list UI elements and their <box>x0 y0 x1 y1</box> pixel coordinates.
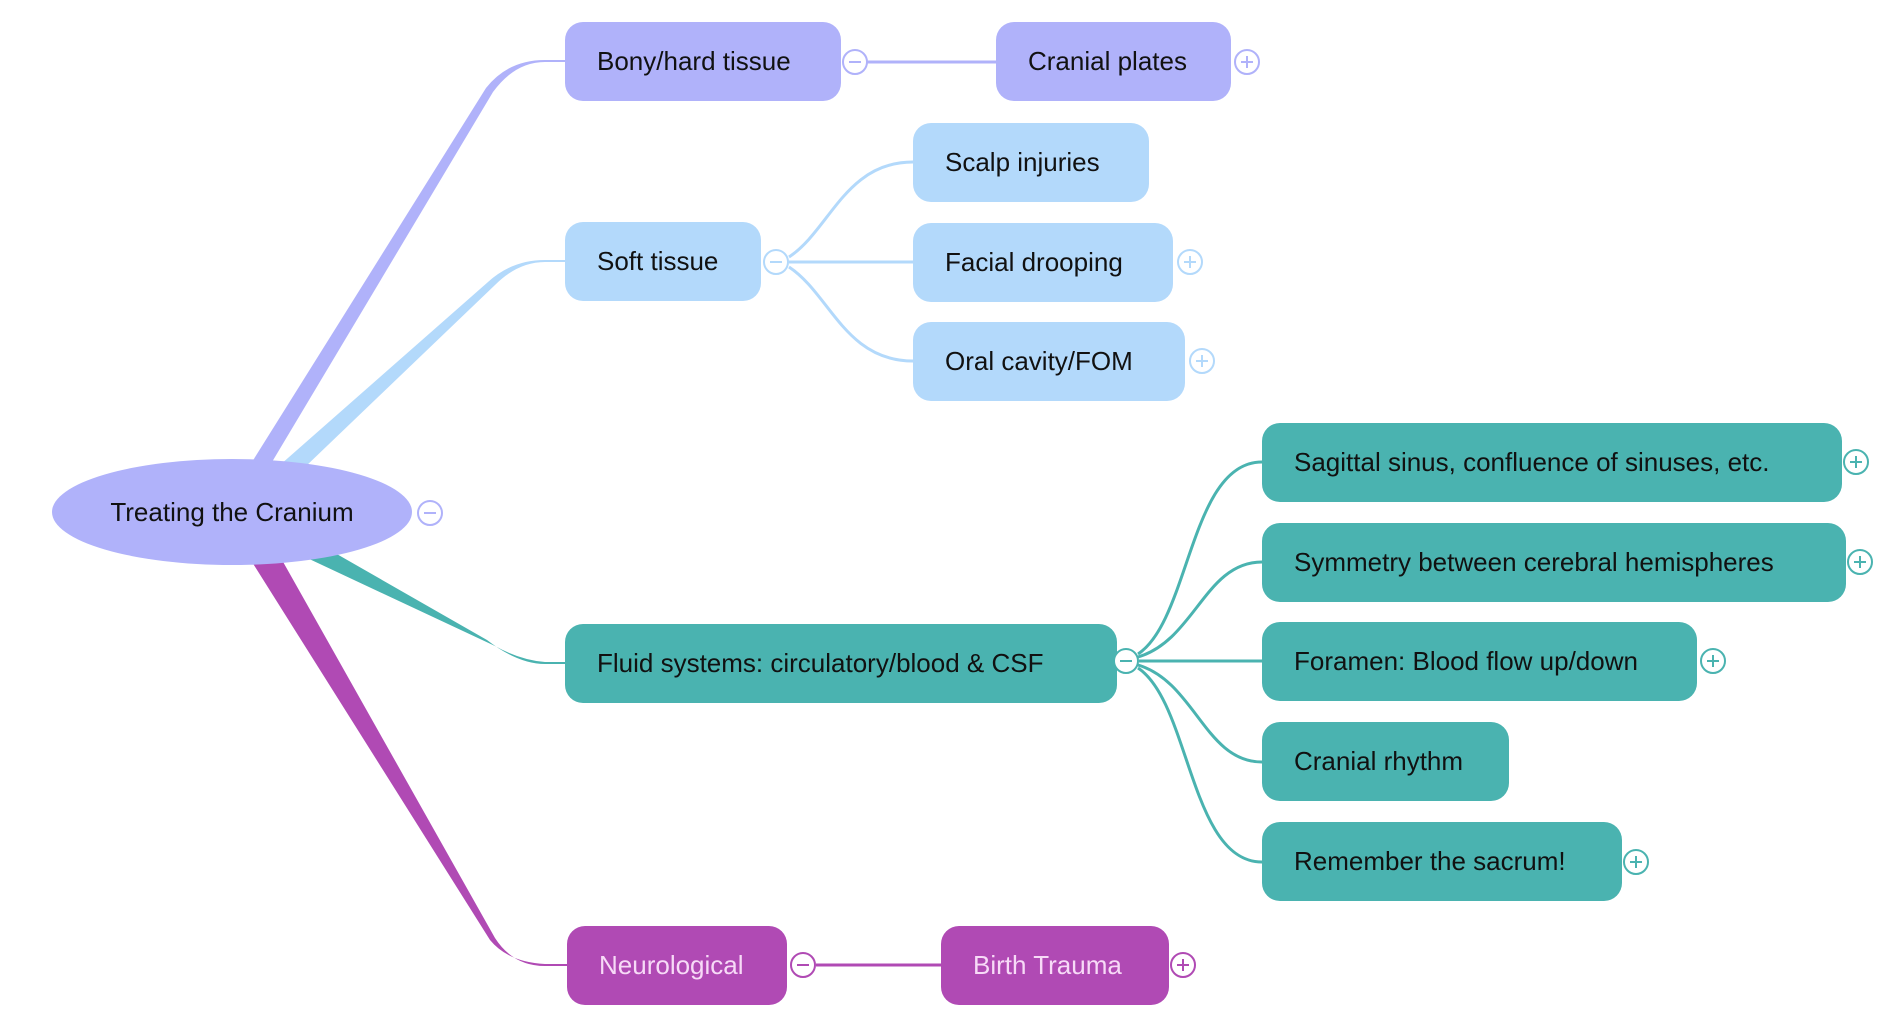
node-label: Symmetry between cerebral hemispheres <box>1294 547 1774 577</box>
node-label: Oral cavity/FOM <box>945 346 1133 376</box>
connector-fluid-symmetry <box>1137 560 1263 659</box>
node-sagittal-sinus[interactable]: Sagittal sinus, confluence of sinuses, e… <box>1262 423 1842 502</box>
node-scalp-injuries[interactable]: Scalp injuries <box>913 123 1149 202</box>
expand-foramen-icon[interactable] <box>1700 648 1726 674</box>
branch-node-soft-tissue[interactable]: Soft tissue <box>565 222 761 301</box>
connectors-soft <box>788 160 914 363</box>
branch-connector-soft <box>280 260 567 468</box>
connector-fluid-sacrum <box>1137 666 1263 864</box>
node-cranial-plates[interactable]: Cranial plates <box>996 22 1231 101</box>
node-label: Soft tissue <box>597 246 719 276</box>
branch-node-fluid-systems[interactable]: Fluid systems: circulatory/blood & CSF <box>565 624 1117 703</box>
expand-facial-drooping-icon[interactable] <box>1177 249 1203 275</box>
node-birth-trauma[interactable]: Birth Trauma <box>941 926 1169 1005</box>
collapse-neurological-icon[interactable] <box>790 952 816 978</box>
expand-remember-sacrum-icon[interactable] <box>1623 849 1649 875</box>
branch-connector-fluid <box>305 553 567 664</box>
node-label: Birth Trauma <box>973 950 1122 980</box>
branch-connector-neuro <box>252 560 567 966</box>
connectors-fluid <box>1137 460 1263 864</box>
node-label: Bony/hard tissue <box>597 46 791 76</box>
expand-birth-trauma-icon[interactable] <box>1170 952 1196 978</box>
node-label: Neurological <box>599 950 744 980</box>
expand-oral-cavity-icon[interactable] <box>1189 348 1215 374</box>
node-label: Cranial rhythm <box>1294 746 1464 776</box>
node-label: Facial drooping <box>945 247 1123 277</box>
node-label: Fluid systems: circulatory/blood & CSF <box>597 648 1044 678</box>
node-symmetry-hemispheres[interactable]: Symmetry between cerebral hemispheres <box>1262 523 1846 602</box>
node-oral-cavity-fom[interactable]: Oral cavity/FOM <box>913 322 1185 401</box>
connector-soft-scalp <box>788 160 914 259</box>
root-collapse-icon[interactable] <box>417 500 443 526</box>
node-label: Remember the sacrum! <box>1294 846 1566 876</box>
connector-soft-oral <box>788 265 914 363</box>
branch-node-bony-hard-tissue[interactable]: Bony/hard tissue <box>565 22 841 101</box>
node-label: Sagittal sinus, confluence of sinuses, e… <box>1294 447 1770 477</box>
node-facial-drooping[interactable]: Facial drooping <box>913 223 1173 302</box>
expand-symmetry-icon[interactable] <box>1847 549 1873 575</box>
root-node-label: Treating the Cranium <box>110 496 354 527</box>
collapse-fluid-systems-icon[interactable] <box>1113 648 1139 674</box>
node-cranial-rhythm[interactable]: Cranial rhythm <box>1262 722 1509 801</box>
collapse-bony-icon[interactable] <box>842 49 868 75</box>
branch-node-neurological[interactable]: Neurological <box>567 926 787 1005</box>
node-label: Foramen: Blood flow up/down <box>1294 646 1638 676</box>
node-label: Cranial plates <box>1028 46 1187 76</box>
root-node[interactable]: Treating the Cranium <box>52 459 412 565</box>
node-label: Scalp injuries <box>945 147 1100 177</box>
node-foramen-blood-flow[interactable]: Foramen: Blood flow up/down <box>1262 622 1697 701</box>
branch-connector-bony <box>252 60 567 462</box>
expand-cranial-plates-icon[interactable] <box>1234 49 1260 75</box>
expand-sagittal-sinus-icon[interactable] <box>1843 449 1869 475</box>
collapse-soft-tissue-icon[interactable] <box>763 249 789 275</box>
node-remember-sacrum[interactable]: Remember the sacrum! <box>1262 822 1622 901</box>
connector-fluid-sagittal <box>1137 460 1263 656</box>
connector-fluid-rhythm <box>1137 663 1263 764</box>
